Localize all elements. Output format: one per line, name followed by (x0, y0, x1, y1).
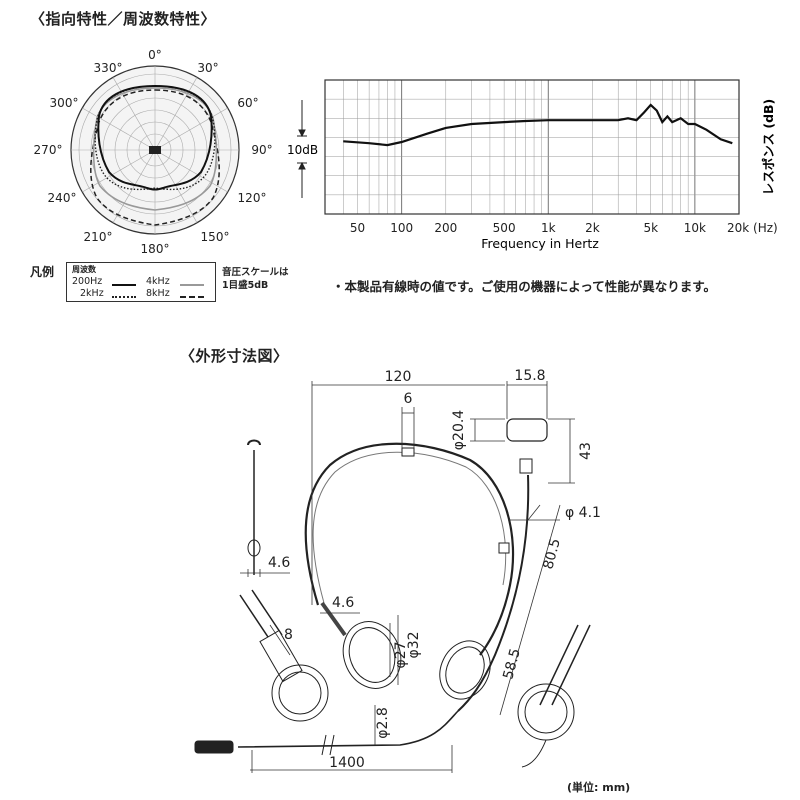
dim-43: 43 (578, 442, 594, 460)
dim-32: φ32 (406, 631, 422, 658)
x-tick-label: 50 (350, 221, 365, 235)
legend-box (66, 262, 216, 302)
polar-spoke (82, 149, 156, 193)
frequency-response-line (343, 103, 733, 147)
legend-4khz: 4kHz (146, 276, 170, 287)
headband (304, 442, 515, 656)
x-tick-label: 500 (493, 221, 516, 235)
angle-300: 300° (50, 96, 79, 110)
headband-center-clip (401, 447, 415, 457)
polar-spoke (154, 149, 198, 223)
right-ear-pad-inner (445, 646, 485, 694)
cable (237, 710, 459, 748)
left-ear-pad-inner (348, 627, 396, 683)
angle-0: 0° (148, 48, 162, 62)
right-ear-pad (439, 640, 491, 700)
x-tick-label: 5k (643, 221, 658, 235)
mic-boom (457, 474, 530, 712)
side-view-top (247, 439, 261, 446)
x-tick-label: 100 (390, 221, 413, 235)
legend-8khz-line (180, 296, 204, 298)
connector (194, 740, 234, 754)
dim-4-1: φ 4.1 (565, 505, 601, 521)
dim-4-6: 4.6 (332, 595, 354, 611)
headband-slider (498, 542, 510, 554)
db-scale-label: 10dB (287, 143, 318, 157)
detail-right-cable (539, 624, 579, 706)
legend-scale-2: 1目盛5dB (222, 280, 269, 291)
side-view-pad (247, 539, 261, 557)
legend-header: 周波数 (72, 265, 96, 274)
frequency-chart-frame (324, 79, 740, 215)
dimensions-title: 〈外形寸法図〉 (180, 347, 289, 365)
dim-20-4: φ20.4 (451, 410, 467, 451)
angle-210: 210° (84, 230, 113, 244)
x-tick-label: 1k (541, 221, 556, 235)
legend-2khz: 2kHz (80, 288, 104, 299)
legend-8khz: 8kHz (146, 288, 170, 299)
dim-1400: 1400 (329, 755, 365, 771)
dim-6: 6 (404, 391, 413, 407)
polar-2khz (94, 85, 216, 191)
legend-4khz-line (180, 284, 204, 286)
legend-200hz-line (112, 284, 136, 286)
x-tick-label: 2k (585, 221, 600, 235)
polar-spoke (154, 77, 198, 151)
angle-30: 30° (197, 61, 218, 75)
dim-15-8: 15.8 (514, 368, 545, 384)
detail-left-plug (259, 629, 303, 683)
dimension-lines (240, 381, 575, 773)
unit-label: (単位: mm) (567, 781, 631, 794)
db-scale-marker (297, 100, 307, 198)
x-tick-label: 200 (434, 221, 457, 235)
y-axis-label: レスポンス (dB) (761, 99, 776, 196)
angle-60: 60° (237, 96, 258, 110)
x-tick-label: 20k (Hz) (727, 221, 778, 235)
dim-58-5: 58.5 (500, 647, 524, 681)
dim-80-5: 80.5 (540, 537, 564, 571)
detail-left-cable (239, 594, 271, 641)
cable-break-mark (321, 734, 335, 756)
legend-200hz: 200Hz (72, 276, 103, 287)
polar-spoke (154, 149, 228, 193)
legend-title: 凡例 (30, 265, 55, 279)
legend-scale-1: 音圧スケールは (222, 267, 289, 278)
x-tick-label: 10k (684, 221, 706, 235)
mic-center-icon (149, 146, 161, 154)
angle-150: 150° (201, 230, 230, 244)
angle-240: 240° (48, 191, 77, 205)
detail-left-circle (271, 664, 329, 722)
legend-2khz-line (112, 296, 136, 298)
mic-capsule (506, 418, 548, 442)
dim-27: φ27 (393, 641, 409, 668)
note-text: ・本製品有線時の値です。ご使用の機器によって性能が異なります。 (332, 279, 717, 294)
x-axis-label: Frequency in Hertz (481, 236, 599, 251)
polar-spoke (112, 77, 156, 151)
dim-2-8: φ2.8 (375, 707, 391, 739)
frequency-chart: 50 100 200 500 1k 2k 5k 10k 20k (Hz) Frequency i… (287, 79, 778, 251)
dim-120: 120 (385, 369, 412, 385)
angle-330: 330° (94, 61, 123, 75)
dim-4-6-side: 4.6 (268, 555, 290, 571)
polar-spoke (112, 149, 156, 223)
polar-plot: 0° 30° 60° 90° 120° 150° 180° 210° 240° … (34, 48, 273, 256)
angle-90: 90° (251, 143, 272, 157)
polar-200hz (97, 84, 213, 191)
angle-180: 180° (141, 242, 170, 256)
angle-120: 120° (238, 191, 267, 205)
dim-8: 8 (284, 627, 293, 643)
polar-spoke (82, 107, 156, 151)
mic-joint (519, 458, 533, 474)
directivity-title: 〈指向特性／周波数特性〉 (30, 10, 217, 28)
dimension-drawing: 120 15.8 6 φ20.4 43 φ 4.1 80.5 4.6 4.6 8… (194, 368, 601, 773)
headband-inner (312, 451, 507, 604)
polar-spoke (154, 107, 228, 151)
left-arm (320, 601, 347, 637)
angle-270: 270° (34, 143, 63, 157)
